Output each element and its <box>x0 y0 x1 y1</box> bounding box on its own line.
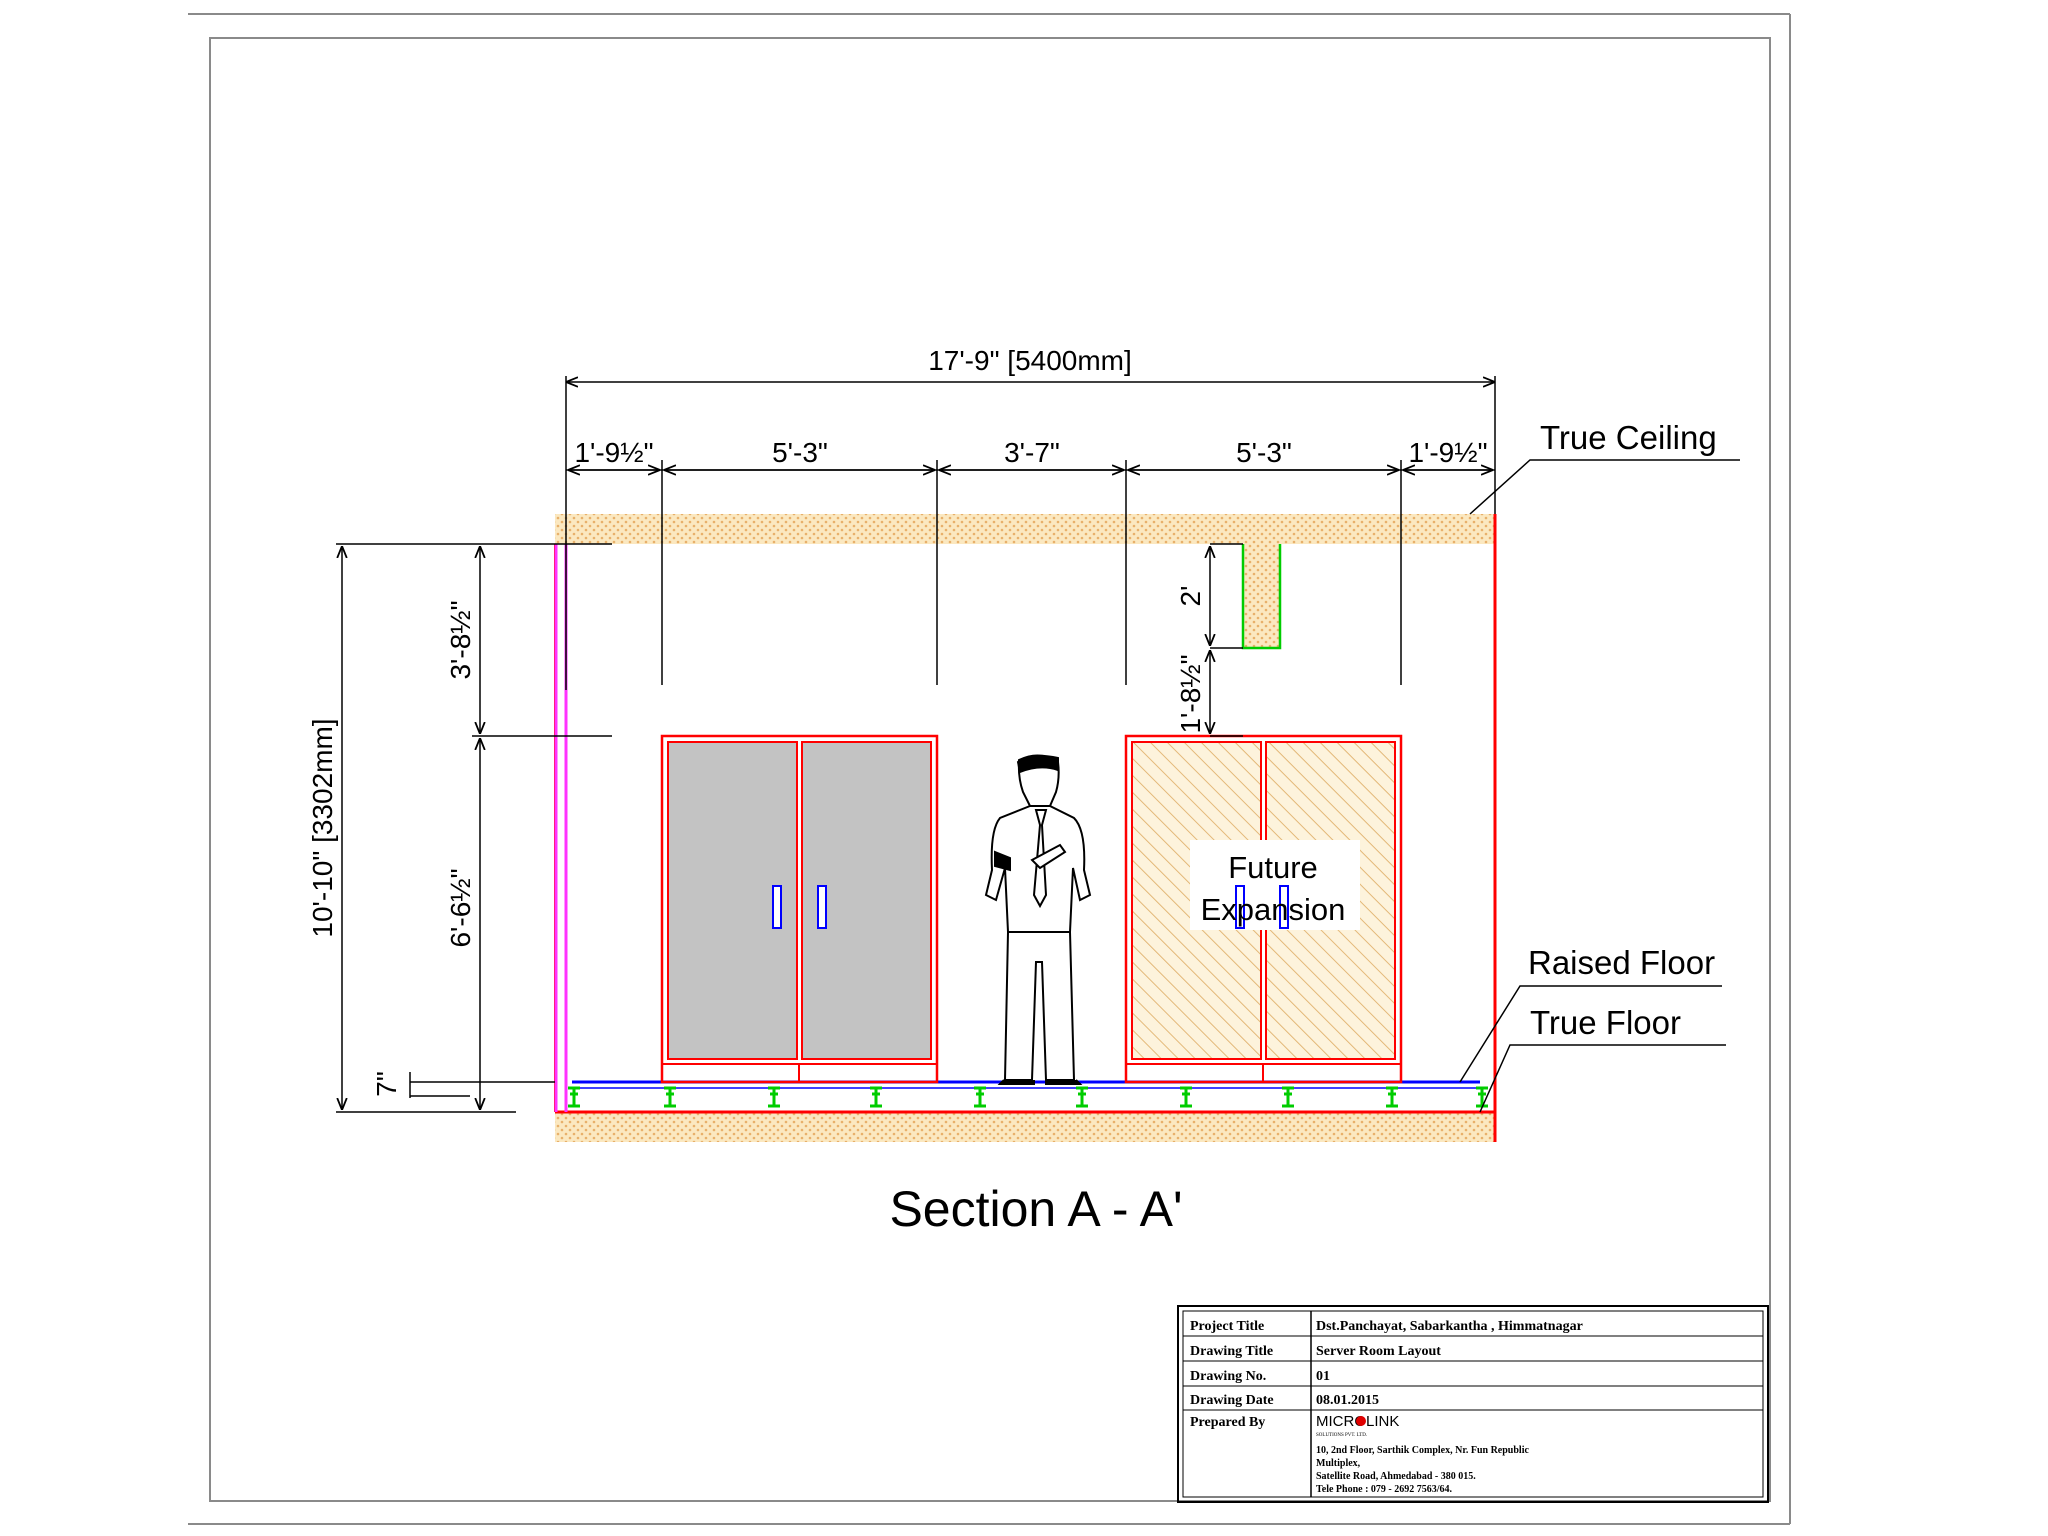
overall-height-dimension: 10'-10" [3302mm] <box>307 718 338 937</box>
raised-floor-dimension: 7" <box>371 1071 402 1097</box>
segment-dimension: 5'-3" <box>772 437 828 468</box>
true-floor-slab <box>555 1112 1495 1142</box>
segment-dimension: 1'-9½" <box>574 437 653 468</box>
address-line: Tele Phone : 079 - 2692 7563/64. <box>1316 1484 1453 1495</box>
tb-key: Drawing Title <box>1190 1344 1273 1359</box>
door-handle-icon <box>1279 885 1289 929</box>
pedestal-icon <box>568 1086 580 1108</box>
lower-height-dimension: 6'-6½" <box>445 868 476 947</box>
section-title: Section A - A' <box>889 1181 1182 1237</box>
horizontal-dimensions <box>565 376 1496 690</box>
server-rack-existing <box>660 734 939 1084</box>
pedestal-icon <box>1386 1086 1398 1108</box>
segment-dimension: 5'-3" <box>1236 437 1292 468</box>
leader-lines <box>1459 459 1740 1113</box>
beam-depth-dimension: 2' <box>1175 586 1206 607</box>
tb-value: Server Room Layout <box>1316 1344 1441 1359</box>
tb-value: Dst.Panchayat, Sabarkantha , Himmatnagar <box>1316 1319 1583 1334</box>
upper-height-dimension: 3'-8½" <box>445 600 476 679</box>
pedestal-icon <box>768 1086 780 1108</box>
future-label-line1: Future <box>1228 850 1318 885</box>
server-rack-future: Future Expansion <box>1124 734 1403 1084</box>
pedestal-icon <box>1282 1086 1294 1108</box>
person-icon <box>984 754 1092 1085</box>
title-block: Project Title Drawing Title Drawing No. … <box>1177 1305 1769 1503</box>
pedestal-icon <box>974 1086 986 1108</box>
pedestal-icon <box>1476 1086 1488 1108</box>
tb-value: 08.01.2015 <box>1316 1393 1379 1408</box>
tb-key: Drawing Date <box>1190 1393 1274 1408</box>
true-floor-label: True Floor <box>1530 1004 1681 1041</box>
floor-pedestals <box>568 1086 1488 1108</box>
sheet-border <box>188 13 1791 1525</box>
address-line: 10, 2nd Floor, Sarthik Complex, Nr. Fun … <box>1316 1445 1529 1456</box>
door-handle-icon <box>817 885 827 929</box>
beam-to-rack-dimension: 1'-8½" <box>1175 654 1206 733</box>
door-handle-icon <box>772 885 782 929</box>
pedestal-icon <box>1180 1086 1192 1108</box>
company-subtitle: SOLUTIONS PVT. LTD. <box>1316 1433 1367 1438</box>
true-ceiling-slab <box>555 514 1495 544</box>
true-ceiling-label: True Ceiling <box>1540 419 1717 456</box>
segment-dimension: 1'-9½" <box>1408 437 1487 468</box>
address-line: Multiplex, <box>1316 1458 1361 1469</box>
vertical-dimensions <box>336 543 1243 1113</box>
future-label-line2: Expansion <box>1201 892 1346 927</box>
overall-width-dimension: 17'-9" [5400mm] <box>928 345 1132 376</box>
raised-floor-label: Raised Floor <box>1528 944 1715 981</box>
tb-value: 01 <box>1316 1369 1330 1384</box>
tb-key: Prepared By <box>1190 1415 1265 1430</box>
door-handle-icon <box>1235 885 1245 929</box>
tb-key: Project Title <box>1190 1319 1264 1334</box>
pedestal-icon <box>870 1086 882 1108</box>
pedestal-icon <box>1076 1086 1088 1108</box>
logo-dot-icon <box>1356 1416 1366 1426</box>
ceiling-beam <box>1241 544 1282 650</box>
pedestal-icon <box>664 1086 676 1108</box>
address-line: Satellite Road, Ahmedabad - 380 015. <box>1316 1471 1476 1482</box>
segment-dimension: 3'-7" <box>1004 437 1060 468</box>
tb-key: Drawing No. <box>1190 1369 1266 1384</box>
